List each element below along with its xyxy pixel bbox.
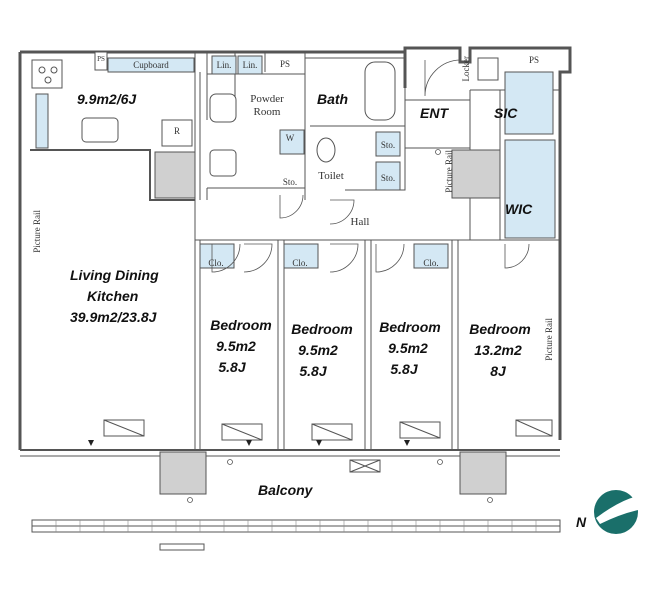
cupboard bbox=[107, 57, 195, 73]
closet-label-1: Clo. bbox=[208, 258, 224, 268]
powder-room-label-2: Room bbox=[253, 106, 281, 118]
closet-label-3: Clo. bbox=[423, 258, 439, 268]
vanity-1 bbox=[209, 93, 237, 123]
bedroom3-area: 9.5m2 bbox=[388, 340, 428, 356]
bedroom3-name: Bedroom bbox=[379, 319, 441, 335]
bedroom1-area: 9.5m2 bbox=[216, 338, 256, 354]
range-hob bbox=[31, 59, 63, 89]
ldk-name-line1: Living Dining bbox=[70, 267, 159, 283]
bath-label: Bath bbox=[317, 91, 349, 107]
washer bbox=[279, 129, 305, 155]
sto-label-1: Sto. bbox=[380, 140, 396, 150]
outdoor-unit-1 bbox=[159, 451, 207, 495]
toilet-label: Toilet bbox=[318, 170, 344, 182]
bedroom2-jou: 5.8J bbox=[299, 363, 327, 379]
ps-label-3: PS bbox=[528, 55, 540, 65]
bedroom4-area: 13.2m2 bbox=[474, 342, 522, 358]
ps-label-2: PS bbox=[279, 59, 291, 69]
ps-box-2 bbox=[477, 57, 499, 81]
entrance-box bbox=[451, 149, 501, 199]
hall-label: Hall bbox=[350, 216, 370, 228]
counter-unit-1 bbox=[154, 151, 196, 199]
linen-label-2: Lin. bbox=[242, 60, 258, 70]
kitchen-island bbox=[81, 117, 119, 143]
ent-label: ENT bbox=[420, 105, 448, 121]
bedroom2-name: Bedroom bbox=[291, 321, 353, 337]
outer-wall bbox=[20, 46, 572, 440]
bedroom2-area: 9.5m2 bbox=[298, 342, 338, 358]
powder-room-label-1: Powder bbox=[250, 93, 284, 105]
refrigerator bbox=[161, 119, 193, 147]
sic-label: SIC bbox=[494, 105, 518, 121]
refrigerator-label: R bbox=[173, 126, 181, 136]
ldk-area-label: 39.9m2/23.8J bbox=[70, 309, 157, 325]
shoe-closet bbox=[504, 71, 554, 135]
toilet-bowl bbox=[316, 137, 336, 163]
closet-3 bbox=[413, 243, 449, 269]
compass-north-label: N bbox=[576, 514, 587, 530]
sto-label-2: Sto. bbox=[380, 173, 396, 183]
closet-2 bbox=[283, 243, 319, 269]
kitchen-wall bbox=[30, 149, 195, 201]
bedroom1-name: Bedroom bbox=[210, 317, 272, 333]
wic-label: WIC bbox=[505, 201, 533, 217]
bedroom3-jou: 5.8J bbox=[390, 361, 418, 377]
washer-label: W bbox=[285, 133, 295, 143]
linen-label-1: Lin. bbox=[216, 60, 232, 70]
picture-rail-ldk: Picture Rail bbox=[32, 210, 42, 253]
vanity-2 bbox=[209, 149, 237, 177]
ldk-name-line2: Kitchen bbox=[87, 288, 139, 304]
picture-rail-bedroom4: Picture Rail bbox=[544, 318, 554, 361]
sto-label-3: Sto. bbox=[282, 177, 298, 187]
sto-1 bbox=[375, 131, 401, 157]
kitchen-counter-strip bbox=[35, 93, 49, 149]
bathtub bbox=[364, 61, 396, 121]
bedroom1-jou: 5.8J bbox=[218, 359, 246, 375]
bedroom4-name: Bedroom bbox=[469, 321, 531, 337]
compass-icon bbox=[594, 490, 638, 534]
walk-in-closet bbox=[504, 139, 556, 239]
sto-2 bbox=[375, 161, 401, 191]
bedroom4-jou: 8J bbox=[490, 363, 506, 379]
linen-closet-1 bbox=[211, 55, 237, 75]
ps-label-1: PS bbox=[97, 55, 105, 63]
ps-box-1 bbox=[94, 51, 108, 71]
linen-closet-2 bbox=[237, 55, 263, 75]
kitchen-area-label: 9.9m2/6J bbox=[77, 91, 137, 107]
cupboard-label: Cupboard bbox=[133, 60, 169, 70]
closet-1 bbox=[199, 243, 235, 269]
picture-rail-ent: Picture Rail bbox=[444, 150, 454, 193]
locker-label: Locker bbox=[461, 56, 471, 82]
outdoor-unit-2 bbox=[459, 451, 507, 495]
balcony-label: Balcony bbox=[258, 482, 313, 498]
closet-label-2: Clo. bbox=[292, 258, 308, 268]
